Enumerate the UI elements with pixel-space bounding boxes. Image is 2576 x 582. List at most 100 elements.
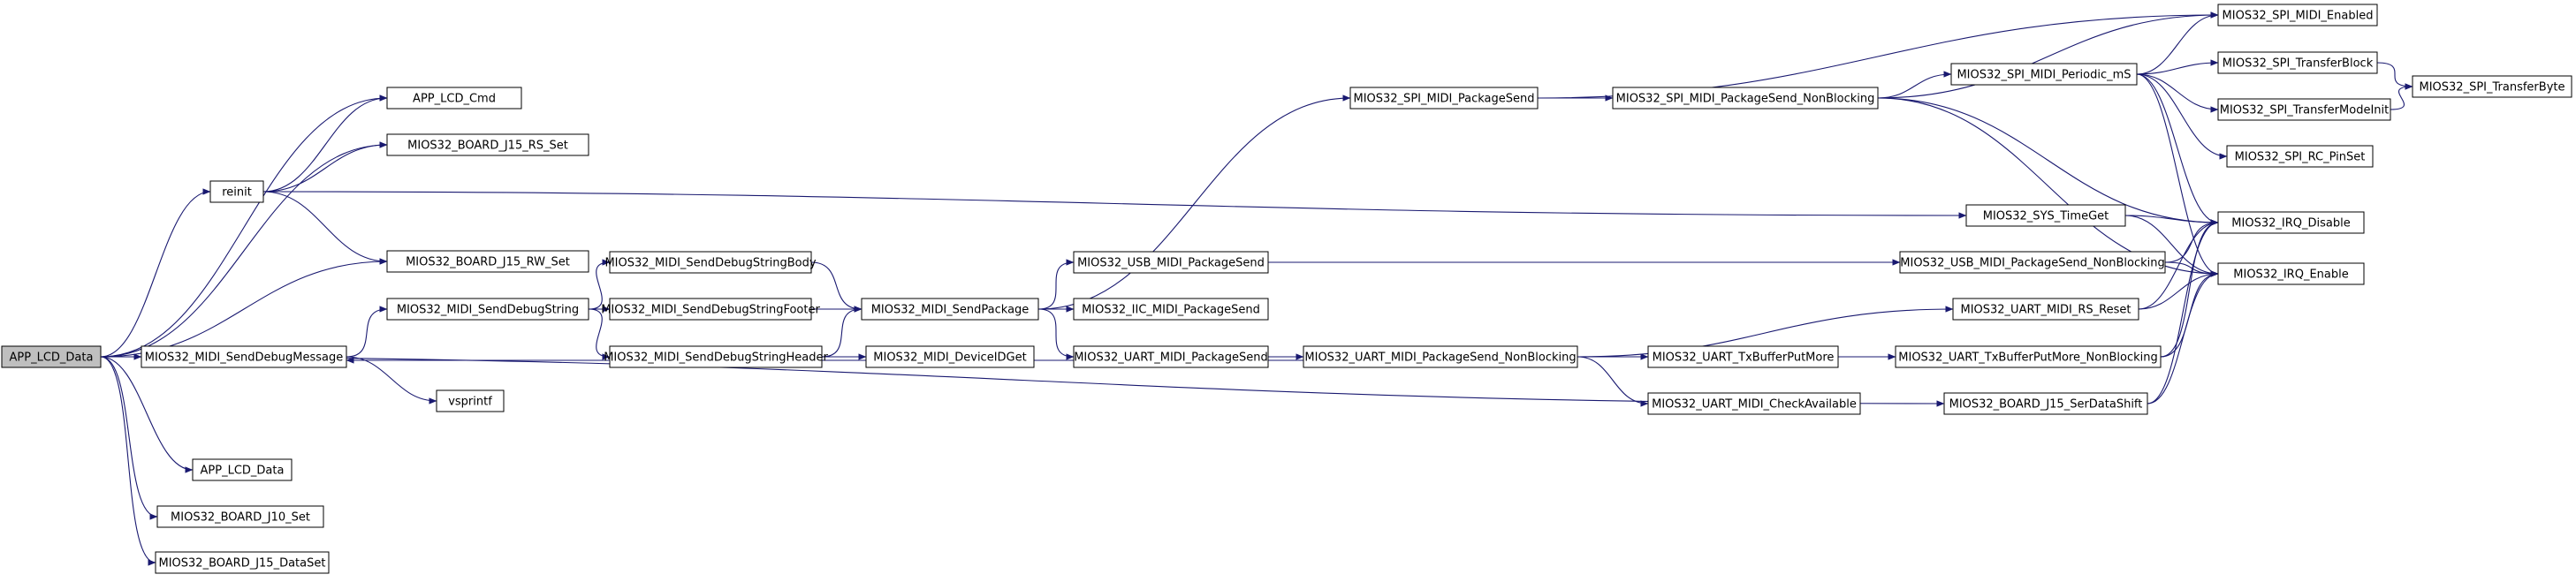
node-box[interactable] (1349, 87, 1539, 110)
node-box[interactable] (386, 87, 522, 110)
call-edge-usb_midi_packagesend_nonblocking-to-irq_enable (2164, 261, 2219, 277)
node-box[interactable] (386, 133, 589, 156)
node-box[interactable] (1965, 204, 2126, 227)
node-box[interactable] (2217, 51, 2378, 74)
call-edge-midi_senddebugstring-to-midi_senddebugstringheader (588, 308, 611, 360)
node-box[interactable] (156, 505, 324, 528)
node-uart-txbufferputmore-nonblocking[interactable]: MIOS32_UART_TxBufferPutMore_NonBlocking (1895, 345, 2162, 368)
node-spi-midi-enabled[interactable]: MIOS32_SPI_MIDI_Enabled (2217, 4, 2378, 26)
node-box[interactable] (2217, 4, 2378, 26)
node-box[interactable] (2217, 211, 2365, 234)
node-box[interactable] (1950, 63, 2138, 86)
node-board-j15-dataset[interactable]: MIOS32_BOARD_J15_DataSet (155, 551, 330, 574)
node-midi-senddebugmessage[interactable]: MIOS32_MIDI_SendDebugMessage (141, 345, 347, 368)
node-label: MIOS32_UART_MIDI_PackageSend_NonBlocking (1304, 351, 1576, 365)
call-edge-midi_senddebugstringbody-to-midi_sendpackage (810, 261, 862, 313)
node-uart-txbufferputmore[interactable]: MIOS32_UART_TxBufferPutMore (1647, 345, 1839, 368)
node-box[interactable] (1, 345, 102, 368)
node-box[interactable] (609, 345, 823, 368)
call-edge-app_lcd_data_root-to-board_j15_rw_set (100, 258, 388, 358)
node-box[interactable] (1073, 345, 1269, 368)
node-spi-transfermodeinit[interactable]: MIOS32_SPI_TransferModeInit (2217, 98, 2391, 121)
call-edge-spi_midi_periodic_ms-to-spi_midi_enabled (2136, 11, 2219, 75)
node-box[interactable] (386, 298, 589, 321)
call-edge-app_lcd_data_root-to-board_j10_set (100, 356, 158, 520)
node-spi-rc-pinset[interactable]: MIOS32_SPI_RC_PinSet (2226, 145, 2374, 168)
node-board-j15-serdatashift[interactable]: MIOS32_BOARD_J15_SerDataShift (1943, 392, 2148, 415)
node-label: MIOS32_MIDI_SendDebugStringHeader (604, 351, 828, 365)
node-app-lcd-data[interactable]: APP_LCD_Data (192, 458, 293, 481)
call-nodes: APP_LCD_DataAPP_LCD_CmdreinitMIOS32_BOAR… (1, 4, 2572, 574)
node-box[interactable] (1612, 87, 1879, 110)
node-label: MIOS32_SPI_TransferBlock (2223, 57, 2374, 71)
call-edge-reinit-to-board_j15_rs_set (262, 141, 388, 193)
node-box[interactable] (209, 180, 264, 203)
call-edge-uart_midi_packagesend_nonblocking-to-uart_midi_checkavailable (1577, 356, 1649, 407)
node-box[interactable] (1647, 392, 1861, 415)
node-irq-enable[interactable]: MIOS32_IRQ_Enable (2217, 262, 2365, 285)
node-spi-midi-packagesend-nonblocking[interactable]: MIOS32_SPI_MIDI_PackageSend_NonBlocking (1612, 87, 1879, 110)
node-spi-transferblock[interactable]: MIOS32_SPI_TransferBlock (2217, 51, 2378, 74)
node-board-j10-set[interactable]: MIOS32_BOARD_J10_Set (156, 505, 324, 528)
node-label: MIOS32_UART_MIDI_RS_Reset (1960, 304, 2131, 317)
node-box[interactable] (609, 251, 812, 274)
node-label: MIOS32_IRQ_Disable (2231, 217, 2350, 231)
node-label: MIOS32_USB_MIDI_PackageSend (1077, 257, 1265, 270)
node-box[interactable] (141, 345, 347, 368)
node-uart-midi-packagesend[interactable]: MIOS32_UART_MIDI_PackageSend (1073, 345, 1269, 368)
node-box[interactable] (1952, 298, 2139, 321)
call-edge-app_lcd_data_root-to-reinit (100, 188, 211, 358)
node-uart-midi-packagesend-nonblocking[interactable]: MIOS32_UART_MIDI_PackageSend_NonBlocking (1303, 345, 1578, 368)
node-board-j15-rs-set[interactable]: MIOS32_BOARD_J15_RS_Set (386, 133, 589, 156)
node-usb-midi-packagesend-nonblocking[interactable]: MIOS32_USB_MIDI_PackageSend_NonBlocking (1899, 251, 2166, 274)
node-box[interactable] (436, 389, 505, 412)
node-label: APP_LCD_Cmd (413, 93, 496, 106)
node-box[interactable] (2217, 98, 2391, 121)
node-box[interactable] (1073, 298, 1269, 321)
node-usb-midi-packagesend[interactable]: MIOS32_USB_MIDI_PackageSend (1073, 251, 1269, 274)
node-box[interactable] (1943, 392, 2148, 415)
node-vsprintf[interactable]: vsprintf (436, 389, 505, 412)
node-midi-senddebugstringfooter[interactable]: MIOS32_MIDI_SendDebugStringFooter (601, 298, 820, 321)
node-box[interactable] (1303, 345, 1578, 368)
node-app-lcd-data-root[interactable]: APP_LCD_Data (1, 345, 102, 368)
node-reinit[interactable]: reinit (209, 180, 264, 203)
node-spi-midi-periodic-ms[interactable]: MIOS32_SPI_MIDI_Periodic_mS (1950, 63, 2138, 86)
node-box[interactable] (861, 298, 1039, 321)
node-box[interactable] (1647, 345, 1839, 368)
call-edge-spi_midi_packagesend-to-spi_midi_enabled (1537, 11, 2219, 99)
node-label: MIOS32_MIDI_SendDebugStringBody (604, 257, 816, 270)
node-uart-midi-rs-reset[interactable]: MIOS32_UART_MIDI_RS_Reset (1952, 298, 2139, 321)
node-label: MIOS32_BOARD_J15_SerDataShift (1949, 398, 2143, 412)
node-midi-senddebugstringheader[interactable]: MIOS32_MIDI_SendDebugStringHeader (604, 345, 828, 368)
call-edge-midi_senddebugstring-to-midi_senddebugstringbody (588, 259, 611, 310)
node-irq-disable[interactable]: MIOS32_IRQ_Disable (2217, 211, 2365, 234)
node-uart-midi-checkavailable[interactable]: MIOS32_UART_MIDI_CheckAvailable (1647, 392, 1861, 415)
node-box[interactable] (1073, 251, 1269, 274)
node-iic-midi-packagesend[interactable]: MIOS32_IIC_MIDI_PackageSend (1073, 298, 1269, 321)
node-board-j15-rw-set[interactable]: MIOS32_BOARD_J15_RW_Set (386, 250, 589, 273)
node-box[interactable] (1899, 251, 2166, 274)
node-box[interactable] (865, 345, 1035, 368)
node-box[interactable] (2217, 262, 2365, 285)
node-midi-deviceidget[interactable]: MIOS32_MIDI_DeviceIDGet (865, 345, 1035, 368)
call-edge-app_lcd_data_root-to-app_lcd_data (100, 356, 194, 473)
node-box[interactable] (386, 250, 589, 273)
node-spi-midi-packagesend[interactable]: MIOS32_SPI_MIDI_PackageSend (1349, 87, 1539, 110)
node-box[interactable] (155, 551, 330, 574)
node-box[interactable] (2226, 145, 2374, 168)
node-box[interactable] (2412, 75, 2572, 98)
node-midi-senddebugstringbody[interactable]: MIOS32_MIDI_SendDebugStringBody (604, 251, 817, 274)
call-edge-reinit-to-sys_timeget (262, 191, 1967, 219)
node-box[interactable] (1895, 345, 2162, 368)
node-midi-sendpackage[interactable]: MIOS32_MIDI_SendPackage (861, 298, 1039, 321)
node-label: APP_LCD_Data (10, 351, 94, 365)
node-spi-transferbyte[interactable]: MIOS32_SPI_TransferByte (2412, 75, 2572, 98)
node-box[interactable] (192, 458, 293, 481)
node-label: reinit (222, 186, 252, 200)
node-box[interactable] (609, 298, 812, 321)
node-midi-senddebugstring[interactable]: MIOS32_MIDI_SendDebugString (386, 298, 589, 321)
call-edge-app_lcd_data_root-to-app_lcd_cmd (100, 94, 388, 358)
node-app-lcd-cmd[interactable]: APP_LCD_Cmd (386, 87, 522, 110)
node-sys-timeget[interactable]: MIOS32_SYS_TimeGet (1965, 204, 2126, 227)
